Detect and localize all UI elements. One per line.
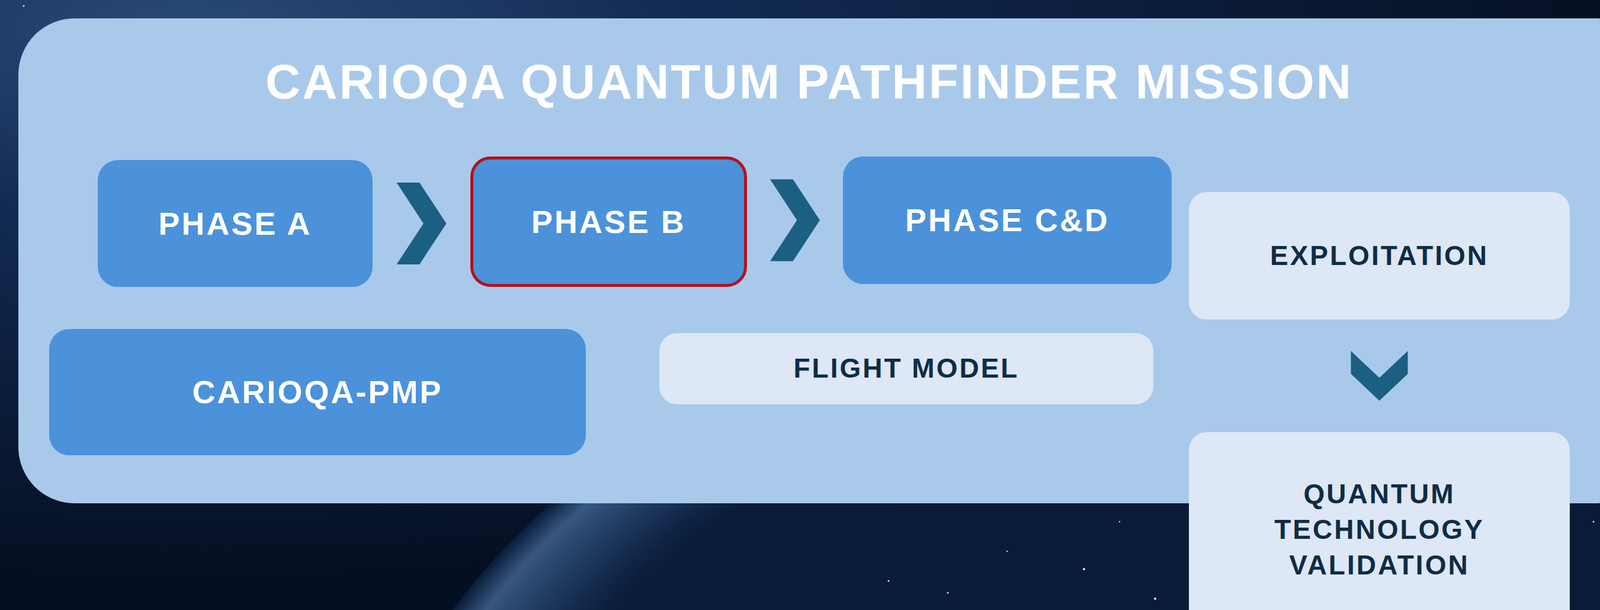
- mission-panel-node: CARIOQA QUANTUM PATHFINDER MISSION PHASE …: [18, 18, 1600, 503]
- phase-box: PHASE B: [470, 156, 747, 287]
- box-label: CARIOQA-PMP: [192, 370, 444, 413]
- box-label: QUANTUM TECHNOLOGY VALIDATION: [1225, 476, 1534, 583]
- chevron-arrow: [396, 182, 447, 265]
- chevron-arrow: [770, 179, 820, 262]
- chevron-arrow: [1351, 350, 1409, 401]
- phase-box: PHASE A: [97, 159, 373, 287]
- box-label: EXPLOITATION: [1270, 238, 1489, 274]
- mission-title: CARIOQA QUANTUM PATHFINDER MISSION: [18, 57, 1600, 107]
- phase-box: PHASE C&D: [842, 156, 1172, 284]
- box-label: PHASE C&D: [905, 199, 1110, 241]
- stage-box: QUANTUM TECHNOLOGY VALIDATION: [1188, 431, 1570, 610]
- stage-box: FLIGHT MODEL: [659, 332, 1154, 404]
- box-label: PHASE B: [531, 200, 686, 243]
- stage-box: EXPLOITATION: [1188, 191, 1570, 320]
- phase-box: CARIOQA-PMP: [49, 328, 586, 455]
- box-label: PHASE A: [158, 202, 312, 245]
- box-label: FLIGHT MODEL: [793, 350, 1020, 387]
- mission-panel: [18, 18, 1600, 503]
